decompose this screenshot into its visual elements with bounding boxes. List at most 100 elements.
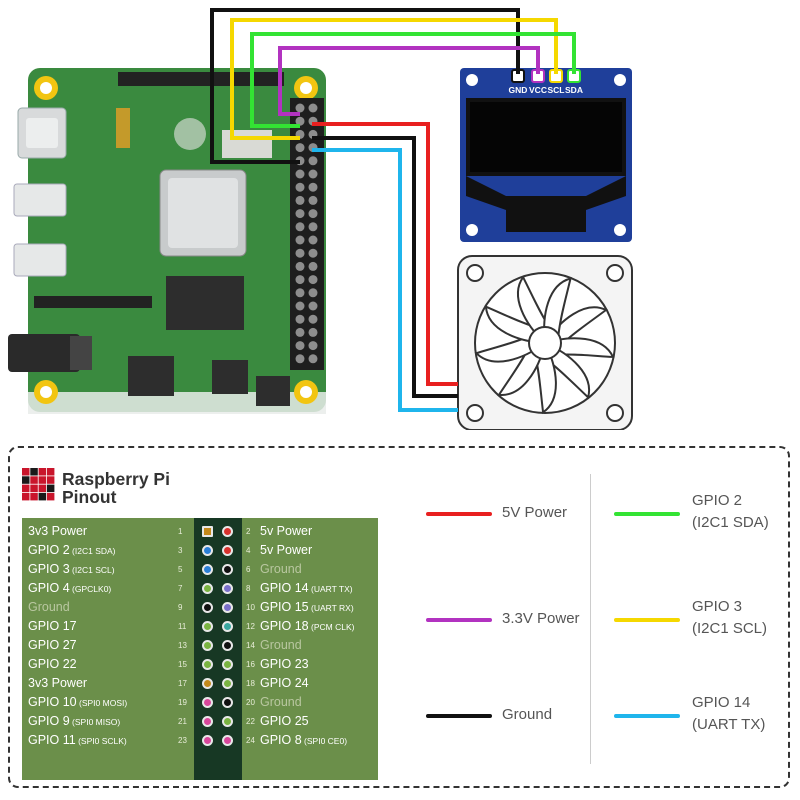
pin-name: Ground xyxy=(260,695,302,709)
legend-swatch xyxy=(614,714,680,718)
gpio-header-pin xyxy=(308,301,318,311)
pin-number-left: 7 xyxy=(178,584,183,593)
legend-label: 3.3V Power xyxy=(502,608,580,630)
pinout-title-line2: Pinout xyxy=(62,487,117,507)
pin-number-left: 19 xyxy=(178,698,187,707)
pin-number-left: 23 xyxy=(178,736,187,745)
pin-dot-left xyxy=(202,621,213,632)
pin-name: GPIO 24 xyxy=(260,676,309,690)
legend-label-line2: (I2C1 SCL) xyxy=(692,620,768,637)
gpio-header-pin xyxy=(295,248,305,258)
pin-dot-left xyxy=(202,697,213,708)
pin-name: GPIO 27 xyxy=(28,638,77,652)
pin-dot-right xyxy=(222,564,233,575)
pin-name: Ground xyxy=(260,638,302,652)
pin-label-left: GPIO 22 xyxy=(28,655,77,674)
pin-number-right: 4 xyxy=(246,546,251,555)
pinout-header-strip xyxy=(194,518,242,780)
fan-blade xyxy=(543,277,572,345)
gpio-header-pin xyxy=(295,301,305,311)
gpio-header-pin xyxy=(295,235,305,245)
pin-number-left: 21 xyxy=(178,717,187,726)
legend-swatch xyxy=(426,618,492,622)
legend-label-line1: 3.3V Power xyxy=(502,610,580,627)
gpio-header-pin xyxy=(308,235,318,245)
legend-label-line2: (UART TX) xyxy=(692,716,766,733)
raspberry-pi-board xyxy=(8,68,326,414)
gpio-header-pin xyxy=(308,103,318,113)
pin-name: 5v Power xyxy=(260,524,313,538)
legend-label-line1: Ground xyxy=(502,706,553,723)
pin-name: GPIO 11 xyxy=(28,733,76,747)
gpio-header-pin xyxy=(295,327,305,337)
pin-name: GPIO 17 xyxy=(28,619,77,633)
pin-name: GPIO 25 xyxy=(260,714,309,728)
pin-dot-left xyxy=(202,659,213,670)
gpio-header-pin xyxy=(295,261,305,271)
pin-number-left: 13 xyxy=(178,641,187,650)
pin-number-left: 17 xyxy=(178,679,187,688)
pinout-title: Raspberry Pi Pinout xyxy=(62,470,170,506)
gpio-header-pin xyxy=(308,182,318,192)
pin-name: GPIO 23 xyxy=(260,657,309,671)
pin-name: Ground xyxy=(260,562,302,576)
wire-5v xyxy=(312,122,458,386)
pin-label-right: Ground xyxy=(260,693,302,712)
gpio-header-pin xyxy=(295,354,305,364)
pin-number-right: 24 xyxy=(246,736,255,745)
logo-square xyxy=(22,468,30,476)
pin-label-left: GPIO 10 (SPI0 MOSI) xyxy=(28,693,127,712)
gpio-header-pin xyxy=(295,209,305,219)
gpio-header-pin xyxy=(308,327,318,337)
pin-dot-right xyxy=(222,716,233,727)
pin-dot-left xyxy=(202,716,213,727)
gpio-header-pin xyxy=(295,275,305,285)
pin-label-right: GPIO 14 (UART TX) xyxy=(260,579,353,598)
pin-number-right: 6 xyxy=(246,565,251,574)
pin-dot-right xyxy=(222,678,233,689)
pin-label-right: Ground xyxy=(260,636,302,655)
pin-number-left: 5 xyxy=(178,565,183,574)
pin-number-right: 8 xyxy=(246,584,251,593)
logo-square xyxy=(30,484,38,493)
gpio-header-pin xyxy=(308,156,318,166)
pin-dot-right xyxy=(222,735,233,746)
pin-function: (SPI0 CE0) xyxy=(301,736,348,746)
pin-label-left: 3v3 Power xyxy=(28,674,87,693)
pin-name: 3v3 Power xyxy=(28,524,88,538)
pin-function: (UART TX) xyxy=(308,584,353,594)
pin-label-right: GPIO 24 xyxy=(260,674,309,693)
gpio-header-pin xyxy=(295,143,305,153)
pin-dot-right xyxy=(222,602,233,613)
pin-dot-right xyxy=(222,526,233,537)
logo-square xyxy=(38,476,47,484)
pin-number-left: 11 xyxy=(178,622,187,631)
pin-label-right: GPIO 25 xyxy=(260,712,309,731)
pin-label-right: Ground xyxy=(260,560,302,579)
gpio-header-pin xyxy=(308,209,318,219)
pin-function: (I2C1 SDA) xyxy=(69,546,116,556)
wires xyxy=(210,8,576,412)
wire-vcc-3v3 xyxy=(278,46,540,116)
gpio-header-pin xyxy=(295,169,305,179)
pin-number-left: 9 xyxy=(178,603,183,612)
wire-ground-oled xyxy=(210,8,520,164)
pin-dot-right xyxy=(222,583,233,594)
pin-function: (GPCLK0) xyxy=(69,584,112,594)
pin-name: GPIO 18 xyxy=(260,619,309,633)
legend-swatch xyxy=(426,512,492,516)
pin-dot-left xyxy=(202,602,213,613)
gpio-header-pin xyxy=(308,314,318,324)
gpio-header-pin xyxy=(295,288,305,298)
pin-number-right: 10 xyxy=(246,603,255,612)
pin-label-left: 3v3 Power xyxy=(28,522,87,541)
oled-pin-label: VCC xyxy=(529,85,547,95)
legend-swatch xyxy=(614,512,680,516)
pin-number-right: 14 xyxy=(246,641,255,650)
pin-label-left: Ground xyxy=(28,598,70,617)
pin-label-left: GPIO 4 (GPCLK0) xyxy=(28,579,111,598)
wire-scl xyxy=(230,18,558,140)
logo-square xyxy=(46,468,55,476)
pin-label-right: GPIO 8 (SPI0 CE0) xyxy=(260,731,347,750)
